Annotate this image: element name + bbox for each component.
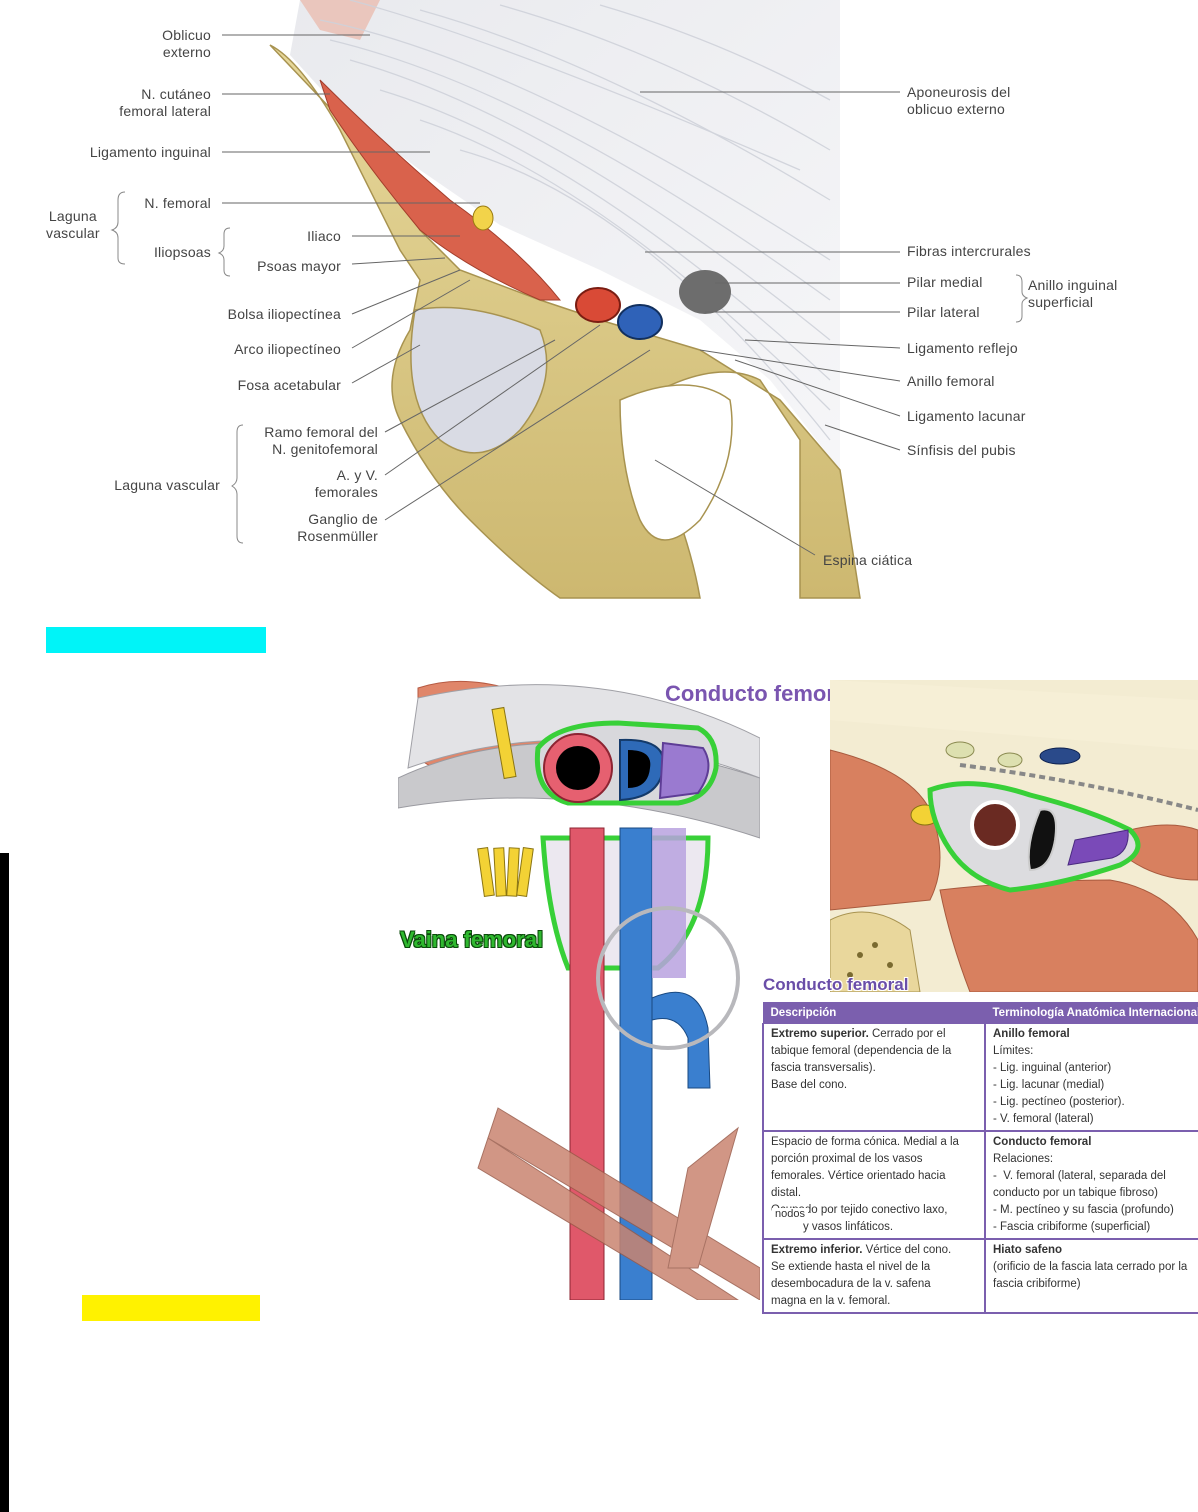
table-row: Espacio de forma cónica. Medial a la por… [762,1131,1198,1240]
label-pilar-lateral: Pilar lateral [907,304,980,320]
table-cell-terminologia: Conducto femoral Relaciones: - V. femora… [985,1131,1198,1240]
cyan-highlight-bar [46,627,266,653]
label-espina-ciatica: Espina ciática [823,552,913,568]
table-cell-descripcion: Extremo superior. Cerrado por el tabique… [762,1023,986,1132]
label-a-y-v-femorales: A. y V. femorales [314,467,378,500]
femoral-artery [575,287,621,323]
label-laguna-vascular-group: Laguna vascular [46,208,100,241]
label-n-femoral: N. femoral [144,195,211,211]
acetabular-fossa [410,306,548,454]
inguinal-region-illustration [110,0,1029,599]
femoral-canal-table: Descripción Terminología Anatómica Inter… [762,1002,1198,1314]
label-arco-iliopectineo: Arco iliopectíneo [234,341,341,357]
conducto-femoral-title: Conducto femoral [665,681,854,706]
label-ligamento-lacunar: Ligamento lacunar [907,408,1026,424]
label-anillo-inguinal-superficial: Anillo inguinal superficial [1028,277,1118,310]
pelvic-bone [269,44,861,599]
table-row: Extremo superior. Cerrado por el tabique… [762,1023,1198,1132]
label-ramo-femoral: Ramo femoral del N. genitofemoral [264,424,378,457]
table-cell-terminologia: Anillo femoral Límites: - Lig. inguinal … [985,1023,1198,1132]
oblique-muscle-fibers [300,0,380,40]
left-margin-bar [0,853,9,1512]
table-cell-terminologia: Hiato safeno (orificio de la fascia lata… [985,1239,1198,1314]
label-ganglio-rosenmuller: Ganglio de Rosenmüller [297,511,378,544]
aponeurosis-sheet [290,0,840,470]
nodos-label: nodos [772,1208,808,1220]
label-fosa-acetabular: Fosa acetabular [237,377,341,393]
yellow-highlight-bar [82,1295,260,1321]
table-header-terminologia: Terminología Anatómica Internacional [984,1002,1198,1024]
label-iliaco: Iliaco [307,228,341,244]
iliopsoas-muscle [319,79,562,301]
label-iliopsoas: Iliopsoas [153,244,211,260]
femoral-canal-section [658,741,710,800]
saphenous-hiatus-ring [596,906,740,1050]
label-bolsa-iliopectinea: Bolsa iliopectínea [227,306,341,322]
artery-cross [970,800,1020,850]
table-cell-descripcion: Extremo inferior. Vértice del cono. Se e… [762,1239,986,1314]
table-cell-descripcion: Espacio de forma cónica. Medial a la por… [762,1131,986,1240]
femoral-canal-cross-section [830,680,1198,992]
label-n-cutaneo: N. cutáneo femoral lateral [119,86,211,119]
canal-cross [1067,829,1129,866]
label-anillo-femoral: Anillo femoral [907,373,995,389]
label-ligamento-reflejo: Ligamento reflejo [907,340,1018,356]
vaina-femoral-title: Vaina femoral [400,927,544,952]
femoral-sheath-illustration [398,668,760,1300]
label-fibras-intercrurales: Fibras intercrurales [907,243,1031,259]
superficial-ring [679,270,731,314]
saphenous-vein [651,991,711,1089]
label-laguna-vascular-lower: Laguna vascular [114,477,220,493]
vein-cross [1027,808,1057,872]
femoral-vein [617,304,663,340]
label-ligamento-inguinal: Ligamento inguinal [89,144,211,160]
table-header-descripcion: Descripción [762,1002,986,1024]
label-pilar-medial: Pilar medial [907,274,983,290]
label-oblicuo-externo: Oblicuo externo [162,27,211,60]
label-aponeurosis: Aponeurosis del oblicuo externo [907,84,1011,117]
obturator-foramen [619,384,733,541]
label-psoas-mayor: Psoas mayor [257,258,341,274]
table-row: Extremo inferior. Vértice del cono. Se e… [762,1239,1198,1314]
table-title: Conducto femoral [763,975,909,994]
label-sinfisis-pubis: Sínfisis del pubis [907,442,1016,458]
femoral-nerve [472,205,494,231]
